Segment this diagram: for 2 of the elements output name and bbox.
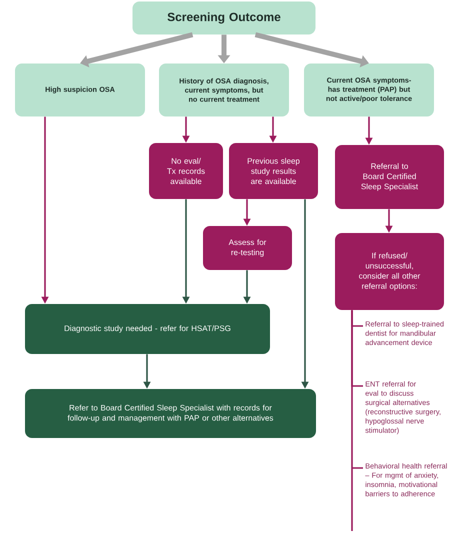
connector-line (351, 309, 364, 532)
title-box: Screening Outcome (132, 2, 316, 34)
